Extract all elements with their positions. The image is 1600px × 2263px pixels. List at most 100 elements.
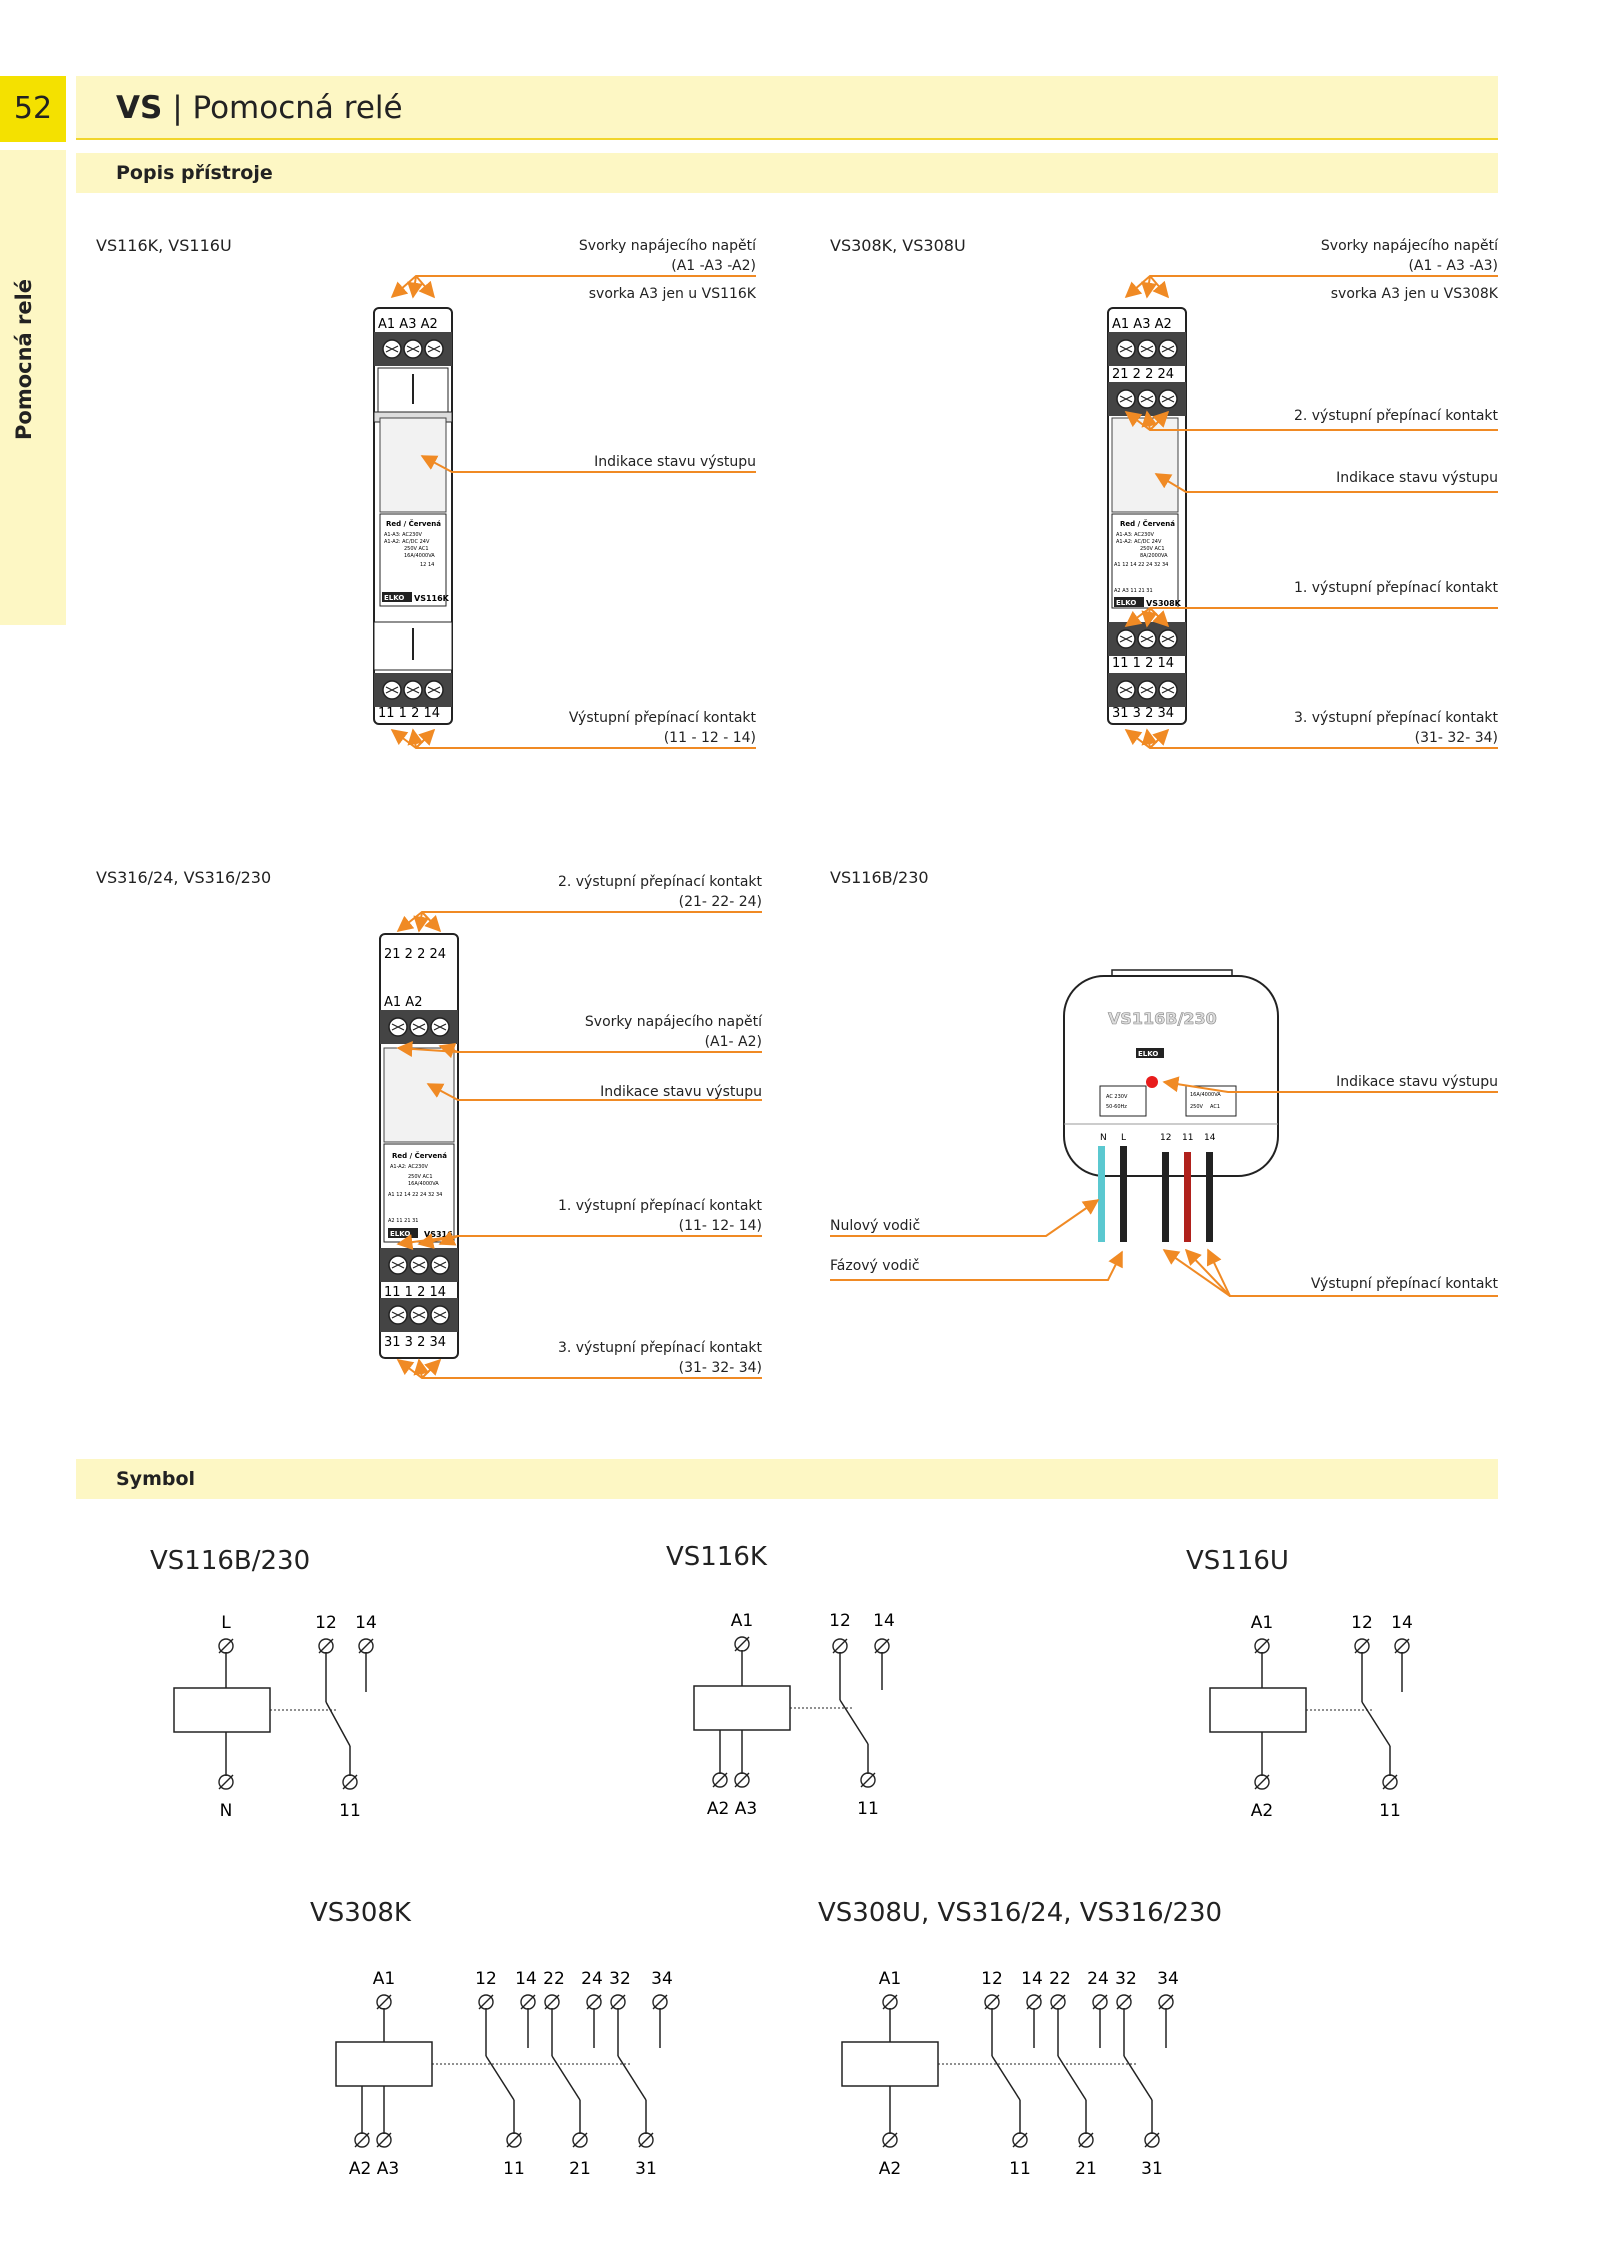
symbol-vs116k <box>693 1650 883 1774</box>
vs116b-brand: ELKO <box>1138 1050 1158 1058</box>
vs308-name: VS308K <box>1146 599 1182 608</box>
vs116b-label-indication: Indikace stavu výstupu <box>1336 1074 1498 1090</box>
vs316-red-label: Red / Červená <box>392 1151 447 1160</box>
vs308-label-supply: Svorky napájecího napětí <box>1320 238 1498 254</box>
vs316-spec3: 250V AC1 <box>408 1174 433 1180</box>
sym116b-top-14: 14 <box>355 1613 377 1633</box>
sym308u-bottom-left: A2 <box>879 2159 901 2179</box>
vs308-bottom-terminals-1: 11 1 2 14 <box>1112 656 1174 671</box>
sym308k-top-left: A1 <box>373 1969 395 1989</box>
sym308u-bottom-11: 11 <box>1009 2159 1031 2179</box>
symbol-title-vs308k: VS308K <box>310 1898 411 1928</box>
sym308u-bottom-31: 31 <box>1141 2159 1163 2179</box>
sym308k-top-34: 34 <box>651 1969 673 1989</box>
vs308-spec1: A1-A3: AC230V <box>1116 532 1155 538</box>
vs116b-term-11: 11 <box>1182 1133 1193 1143</box>
model-vs316: VS316/24, VS316/230 <box>96 868 272 887</box>
vs116b-spec-left1: AC 230V <box>1106 1094 1128 1100</box>
header-divider <box>76 138 1498 140</box>
sym308k-top-22: 22 <box>543 1969 565 1989</box>
vs308-red-label: Red / Červená <box>1120 519 1175 528</box>
vs308-top-terminals: A1 A3 A2 <box>1112 317 1172 332</box>
vs308-spec2: A1-A2: AC/DC 24V <box>1116 539 1162 545</box>
label-output: Výstupní přepínací kontakt <box>568 710 756 726</box>
sym308u-top-12: 12 <box>981 1969 1003 1989</box>
vs316-label-out1-terms: (11- 12- 14) <box>678 1218 762 1234</box>
vs116-spec3: 250V AC1 <box>404 546 429 552</box>
sym116k-top-12: 12 <box>829 1611 851 1631</box>
vs116b-spec-right2: 250V <box>1190 1104 1204 1110</box>
vs316-label-out3-terms: (31- 32- 34) <box>678 1360 762 1376</box>
label-supply: Svorky napájecího napětí <box>578 238 756 254</box>
vs316-spec4: 16A/4000VA <box>408 1181 439 1187</box>
vs116b-term-n: N <box>1100 1133 1107 1143</box>
sym116b-bottom-11: 11 <box>339 1801 361 1821</box>
symbol-title-vs116k: VS116K <box>666 1542 767 1572</box>
vs316-label-out2-terms: (21- 22- 24) <box>678 894 762 910</box>
vs116-bottom-terminals: 11 1 2 14 <box>378 706 440 721</box>
sym116u-bottom-11: 11 <box>1379 1801 1401 1821</box>
symbol-vs116u <box>1209 1652 1403 1776</box>
vs316-spec6: A2 11 21 31 <box>388 1218 418 1224</box>
header-bar <box>76 76 1498 138</box>
sym308k-top-14: 14 <box>515 1969 537 1989</box>
vs316-label-out1: 1. výstupní přepínací kontakt <box>557 1198 762 1214</box>
sym116u-top-left: A1 <box>1251 1613 1273 1633</box>
symbol-title-vs116b: VS116B/230 <box>150 1546 311 1576</box>
label-supply-terms: (A1 -A3 -A2) <box>671 258 756 274</box>
symbol-vs308k <box>335 2008 661 2134</box>
vs308-label-out2: 2. výstupní přepínací kontakt <box>1293 408 1498 424</box>
section-title-description: Popis přístroje <box>116 162 273 184</box>
vs116-spec5: 12 14 <box>420 562 434 568</box>
vs116b-label-phase: Fázový vodič <box>830 1258 920 1274</box>
vs116b-device <box>1063 969 1279 1242</box>
vs116b-term-14: 14 <box>1204 1133 1216 1143</box>
vs316-spec5: A1 12 14 22 24 32 34 <box>388 1192 442 1198</box>
vs116-spec4: 16A/4000VA <box>404 553 435 559</box>
sym116b-top-left: L <box>221 1613 231 1633</box>
vs116-spec2: A1-A2: AC/DC 24V <box>384 539 430 545</box>
sym308u-top-14: 14 <box>1021 1969 1043 1989</box>
vs116-name: VS116K <box>414 594 450 603</box>
vs316-leaders <box>396 911 762 1379</box>
vs308-label-out1: 1. výstupní přepínací kontakt <box>1293 580 1498 596</box>
page-number: 52 <box>0 76 66 142</box>
sym308u-top-32: 32 <box>1115 1969 1137 1989</box>
vs308-top-terminals-2: 21 2 2 24 <box>1112 367 1174 382</box>
sym308k-bottom-left: A2 A3 <box>349 2159 399 2179</box>
vs116b-leaders <box>830 1076 1498 1297</box>
section-title-symbol: Symbol <box>116 1468 196 1490</box>
symbol-vs116b <box>173 1652 367 1776</box>
sym308u-bottom-21: 21 <box>1075 2159 1097 2179</box>
sym308u-top-34: 34 <box>1157 1969 1179 1989</box>
vs308-leaders <box>1124 275 1498 749</box>
vs308-spec3: 250V AC1 <box>1140 546 1165 552</box>
page-title: VS | Pomocná relé <box>116 90 403 126</box>
section-bar-description <box>76 153 1498 193</box>
vs116b-label-neutral: Nulový vodič <box>830 1218 921 1234</box>
sym308k-bottom-21: 21 <box>569 2159 591 2179</box>
model-vs308: VS308K, VS308U <box>830 236 966 255</box>
sym116u-top-12: 12 <box>1351 1613 1373 1633</box>
section-bar-symbol <box>76 1459 1498 1499</box>
vs116-red-label: Red / Červená <box>386 519 441 528</box>
symbol-title-vs308u: VS308U, VS316/24, VS316/230 <box>818 1898 1223 1928</box>
vs316-label-out3: 3. výstupní přepínací kontakt <box>557 1340 762 1356</box>
vs316-device <box>379 933 459 1359</box>
vs316-label-out2: 2. výstupní přepínací kontakt <box>557 874 762 890</box>
sym116u-top-14: 14 <box>1391 1613 1413 1633</box>
vs316-bottom-terminals-1: 11 1 2 14 <box>384 1285 446 1300</box>
sym308k-top-32: 32 <box>609 1969 631 1989</box>
sym308k-bottom-31: 31 <box>635 2159 657 2179</box>
sym308k-top-24: 24 <box>581 1969 603 1989</box>
vs116-leaders <box>390 275 756 749</box>
label-output-terms: (11 - 12 - 14) <box>663 730 756 746</box>
vs308-spec6: A2 A3 11 21 31 <box>1114 588 1153 594</box>
vs116-top-terminals: A1 A3 A2 <box>378 317 438 332</box>
vs308-spec5: A1 12 14 22 24 32 34 <box>1114 562 1168 568</box>
vs308-bottom-terminals-2: 31 3 2 34 <box>1112 706 1174 721</box>
page-title-text: Pomocná relé <box>192 90 403 126</box>
symbol-title-vs116u: VS116U <box>1186 1546 1289 1576</box>
model-vs116: VS116K, VS116U <box>96 236 232 255</box>
